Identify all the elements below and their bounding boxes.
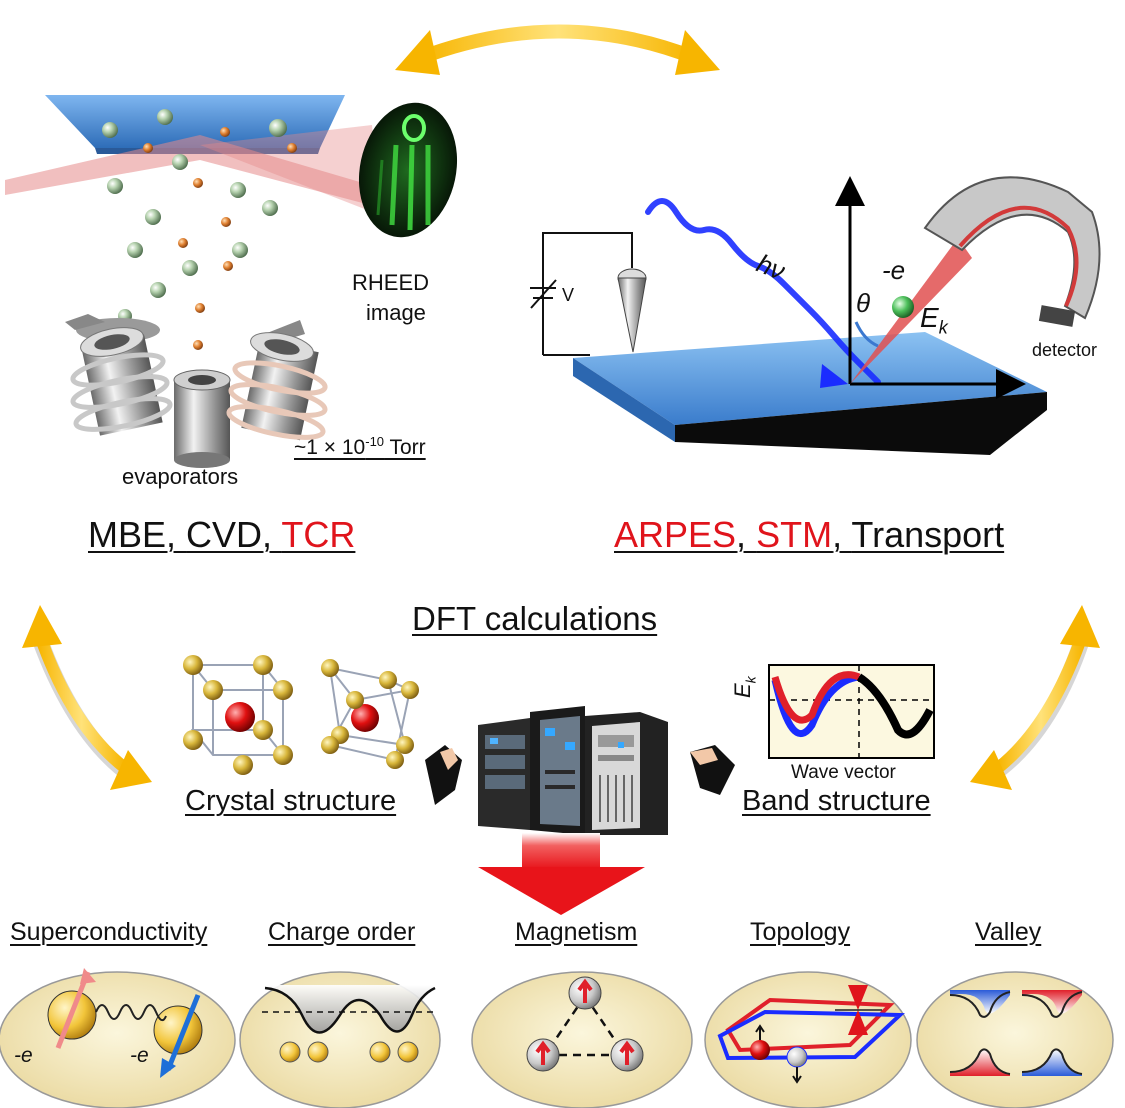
top-double-arrow	[395, 24, 720, 75]
dft-title: DFT calculations	[412, 600, 658, 637]
rheed-image	[358, 102, 458, 238]
sample-slab	[573, 332, 1047, 455]
method-mbe: MBE	[88, 514, 167, 555]
hand-right-icon	[690, 745, 735, 795]
valley-oval	[916, 971, 1114, 1108]
separator: ,	[166, 514, 187, 555]
evaporator-center	[173, 369, 231, 468]
pressure-exponent: -10	[365, 434, 385, 449]
band-ylabel-symbol: E	[730, 683, 755, 698]
cooper-electron-label-left: -e	[14, 1044, 33, 1067]
energy-symbol: E	[920, 302, 939, 333]
stm-tip	[617, 268, 647, 353]
band-plot	[768, 664, 935, 759]
method-transport: Transport	[851, 514, 1005, 555]
method-stm: STM	[756, 514, 833, 555]
energy-subscript: k	[938, 317, 948, 338]
evaporators-label: evaporators	[122, 464, 239, 489]
measurement-axes	[835, 176, 1026, 399]
electron-beam	[5, 135, 370, 205]
band-xlabel: Wave vector	[791, 762, 896, 783]
detector-label: detector	[1032, 340, 1098, 360]
rheed-label-line2: image	[366, 300, 426, 325]
pressure-label: ~1 × 10-10 Torr	[294, 434, 426, 460]
method-arpes: ARPES	[614, 514, 737, 555]
photoelectron-ball	[892, 296, 914, 318]
crystal-distorted	[321, 659, 419, 769]
left-double-arrow	[22, 605, 152, 790]
server-rack-icon	[478, 706, 668, 835]
crystal-structure-label: Crystal structure	[185, 785, 397, 817]
superconductivity-oval	[0, 968, 236, 1108]
method-cvd: CVD	[186, 514, 263, 555]
separator: ,	[262, 514, 282, 555]
magnetism-oval	[471, 971, 693, 1108]
angle-label: θ	[856, 288, 871, 318]
deposition-atoms	[102, 109, 297, 350]
pressure-suffix: Torr	[384, 436, 426, 459]
topology-oval	[704, 971, 912, 1108]
method-tcr: TCR	[281, 514, 356, 555]
measurement-methods-label: ARPES, STM, Transport	[614, 514, 1004, 556]
charge-order-oval	[239, 971, 441, 1108]
cooper-electron-label-right: -e	[130, 1044, 149, 1067]
growth-methods-label: MBE, CVD, TCR	[88, 514, 355, 556]
photon-wave	[645, 198, 881, 388]
angle-arc	[854, 321, 879, 348]
property-label-topology: Topology	[750, 918, 851, 946]
hand-left-icon	[425, 745, 462, 805]
property-label-valley: Valley	[975, 918, 1042, 946]
rheed-label-line1: RHEED	[352, 270, 430, 295]
property-label-magnetism: Magnetism	[515, 918, 638, 946]
separator: ,	[736, 514, 757, 555]
band-structure-label: Band structure	[742, 785, 931, 817]
crystal-cube	[183, 655, 293, 775]
band-ylabel-subscript: k	[742, 676, 759, 684]
property-label-charge-order: Charge order	[268, 918, 416, 946]
big-down-arrow	[478, 833, 645, 915]
separator: ,	[832, 514, 852, 555]
hemispherical-analyzer	[923, 176, 1101, 327]
property-label-superconductivity: Superconductivity	[10, 918, 208, 946]
right-double-arrow	[970, 605, 1100, 790]
evaporator-left	[65, 314, 173, 436]
electron-label: -e	[882, 255, 906, 285]
kinetic-energy-label: Ek	[920, 302, 948, 339]
band-ylabel: Ek	[730, 676, 758, 698]
evaporator-right	[226, 320, 328, 441]
diffracted-beam	[200, 125, 380, 215]
pressure-prefix: ~1 × 10	[294, 436, 366, 459]
voltage-label: V	[562, 285, 575, 305]
stm-circuit	[530, 232, 633, 356]
